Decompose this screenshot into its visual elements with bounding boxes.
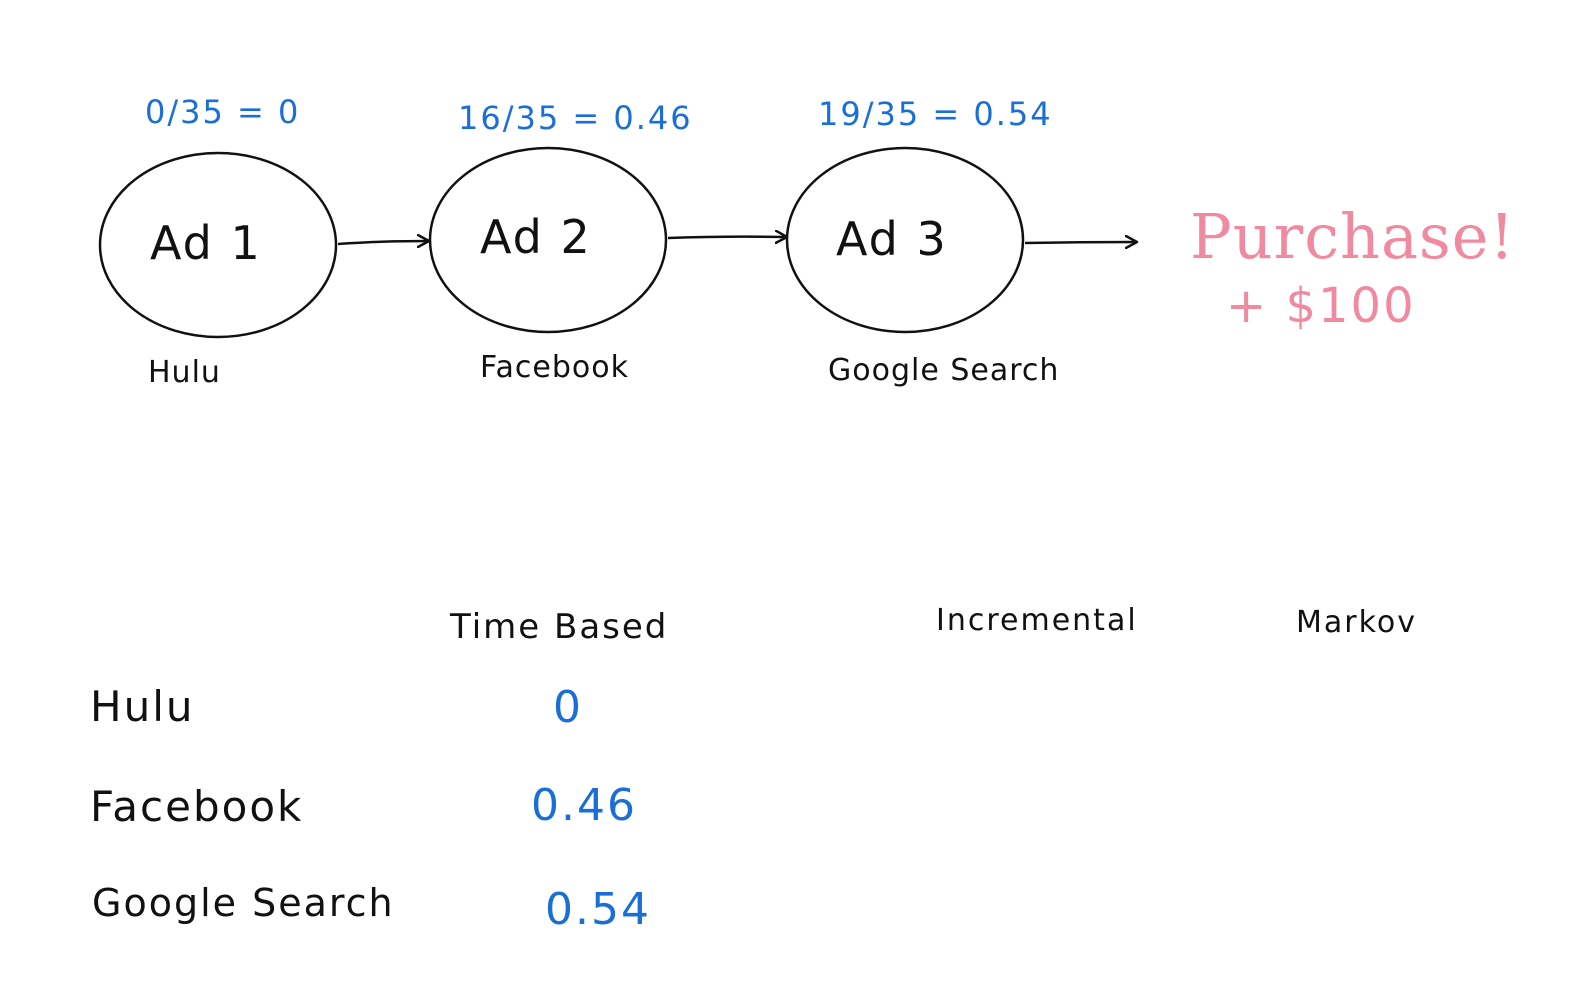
purchase-value: + $100 — [1226, 278, 1416, 334]
ad-2-channel: Facebook — [480, 350, 629, 385]
column-header-markov: Markov — [1296, 605, 1418, 640]
row-label-google-search: Google Search — [92, 881, 395, 925]
row-label-hulu: Hulu — [90, 682, 195, 731]
ad-3-channel: Google Search — [828, 353, 1060, 388]
arrow-ad3-to-purchase — [1024, 242, 1136, 243]
ad-1-channel: Hulu — [148, 355, 221, 390]
column-header-time-based: Time Based — [450, 607, 669, 647]
ad-2-fraction: 16/35 = 0.46 — [458, 99, 693, 137]
row-label-facebook: Facebook — [90, 782, 304, 831]
time-based-hulu: 0 — [553, 682, 583, 733]
ad-1-label: Ad 1 — [150, 216, 262, 270]
ad-3-label: Ad 3 — [836, 212, 948, 266]
ad-3-fraction: 19/35 = 0.54 — [818, 95, 1053, 133]
time-based-google-search: 0.54 — [545, 884, 651, 935]
ad-1-fraction: 0/35 = 0 — [145, 93, 301, 131]
ad-2-label: Ad 2 — [480, 210, 592, 264]
ad-1-node — [98, 151, 338, 339]
purchase-label: Purchase! — [1190, 200, 1516, 273]
column-header-incremental: Incremental — [936, 603, 1138, 638]
arrow-ad1-to-ad2 — [337, 241, 428, 244]
arrow-ad2-to-ad3 — [667, 237, 786, 238]
time-based-facebook: 0.46 — [531, 780, 637, 831]
